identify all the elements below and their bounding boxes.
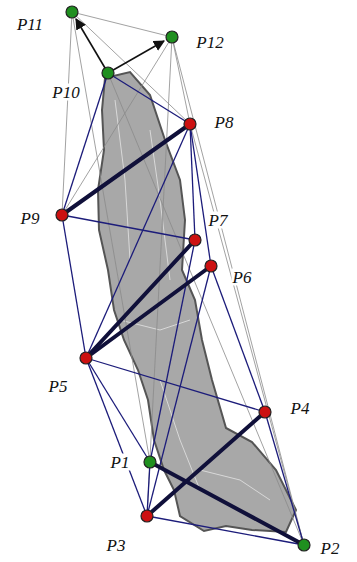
point-label: P8: [214, 114, 235, 131]
point-label: P2: [320, 540, 341, 557]
point-label: P5: [48, 378, 69, 395]
point-label: P6: [232, 269, 253, 286]
point-label: P10: [51, 84, 80, 101]
point-label: P3: [106, 537, 127, 554]
bone-shape: [98, 72, 296, 532]
gray-lines: [62, 12, 304, 545]
arrows: [76, 19, 164, 73]
point-label: P9: [20, 210, 41, 227]
point-label: P4: [290, 400, 311, 417]
point-label: P12: [195, 34, 224, 51]
point-dots: [56, 6, 310, 551]
thick-links: [62, 124, 304, 545]
point-label: P11: [16, 16, 44, 33]
point-label: P7: [208, 212, 229, 229]
point-label: P1: [110, 454, 131, 471]
blue-lines: [62, 73, 304, 545]
